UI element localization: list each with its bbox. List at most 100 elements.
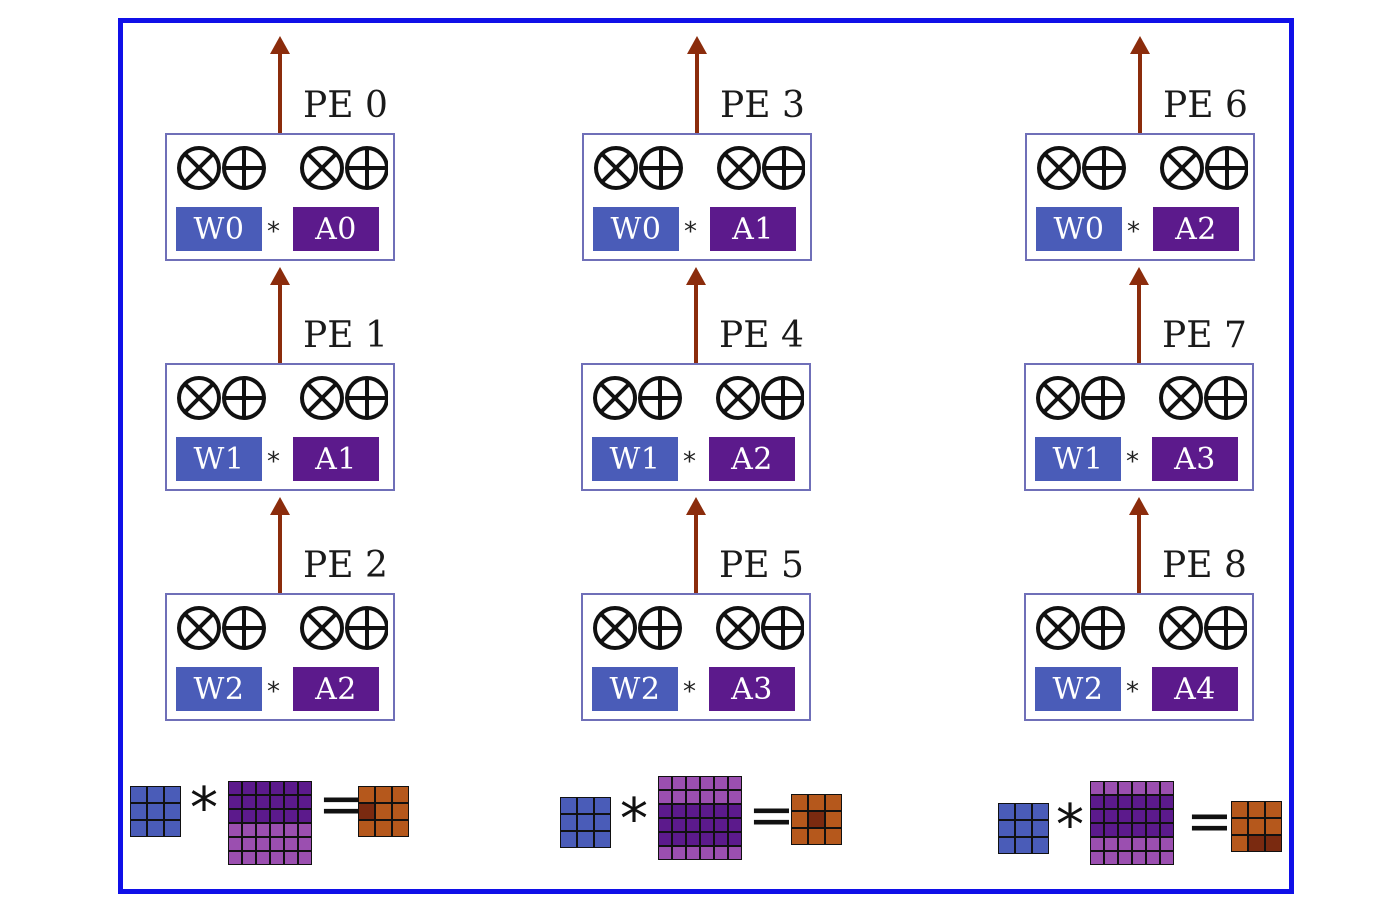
add-icon: [345, 376, 388, 420]
add-icon: [639, 146, 683, 190]
mac-units: [1037, 146, 1248, 190]
weight-matrix: [998, 803, 1049, 854]
multiply-icon: [300, 376, 344, 420]
dataflow-arrow: [270, 267, 290, 363]
pe-label: PE 5: [719, 545, 804, 586]
activation-register: A4: [1152, 667, 1238, 711]
multiply-icon: [1036, 606, 1080, 650]
multiply-star: *: [267, 217, 280, 247]
pe-label: PE 8: [1162, 545, 1247, 586]
multiply-star: *: [1126, 447, 1139, 477]
multiply-icon: [177, 606, 221, 650]
add-icon: [345, 606, 388, 650]
multiply-icon: [300, 146, 344, 190]
mac-units: [177, 146, 388, 190]
multiply-icon: [716, 606, 760, 650]
dataflow-arrow: [1129, 267, 1149, 363]
add-icon: [1082, 146, 1126, 190]
mac-units: [1036, 376, 1247, 420]
add-icon: [1204, 376, 1247, 420]
add-icon: [638, 606, 682, 650]
multiply-icon: [594, 146, 638, 190]
activation-register: A3: [709, 667, 795, 711]
add-icon: [761, 376, 804, 420]
diagram-frame: [118, 18, 1294, 894]
processing-element: W1* A2: [581, 363, 811, 491]
weight-register: W2: [1035, 667, 1121, 711]
equals-symbol: =: [1186, 789, 1233, 854]
dataflow-arrow: [270, 36, 290, 133]
processing-element: W0* A2: [1025, 133, 1255, 261]
add-icon: [761, 606, 804, 650]
add-icon: [762, 146, 805, 190]
activation-register: A0: [293, 207, 379, 251]
processing-element: W0* A1: [582, 133, 812, 261]
multiply-icon: [1037, 146, 1081, 190]
activation-register: A2: [1153, 207, 1239, 251]
output-matrix: [1231, 801, 1282, 852]
multiply-icon: [1159, 606, 1203, 650]
weight-register: W2: [592, 667, 678, 711]
multiply-icon: [716, 376, 760, 420]
multiply-star: *: [684, 217, 697, 247]
weight-matrix: [560, 797, 611, 848]
activation-matrix: [228, 781, 312, 865]
multiply-icon: [717, 146, 761, 190]
multiply-star: *: [267, 677, 280, 707]
pe-label: PE 6: [1163, 85, 1248, 126]
activation-register: A1: [293, 437, 379, 481]
add-icon: [638, 376, 682, 420]
pe-label: PE 3: [720, 85, 805, 126]
dataflow-arrow: [686, 497, 706, 593]
multiply-icon: [1159, 376, 1203, 420]
add-icon: [222, 376, 266, 420]
multiply-icon: [1160, 146, 1204, 190]
activation-register: A2: [293, 667, 379, 711]
activation-matrix: [1090, 781, 1174, 865]
multiply-star: *: [1127, 217, 1140, 247]
multiply-icon: [177, 376, 221, 420]
mac-units: [177, 606, 388, 650]
pe-label: PE 0: [303, 85, 388, 126]
processing-element: W2*A2: [165, 593, 395, 721]
multiply-star: *: [683, 677, 696, 707]
dataflow-arrow: [1130, 36, 1150, 133]
weight-register: W1: [592, 437, 678, 481]
times-symbol: *: [620, 787, 648, 852]
weight-matrix: [130, 786, 181, 837]
pe-label: PE 2: [303, 545, 388, 586]
add-icon: [1081, 606, 1125, 650]
activation-register: A1: [710, 207, 796, 251]
pe-label: PE 7: [1162, 315, 1247, 356]
mac-units: [1036, 606, 1247, 650]
multiply-icon: [593, 376, 637, 420]
multiply-star: *: [267, 447, 280, 477]
multiply-icon: [300, 606, 344, 650]
dataflow-arrow: [270, 497, 290, 593]
multiply-icon: [177, 146, 221, 190]
activation-register: A3: [1152, 437, 1238, 481]
mac-units: [593, 606, 804, 650]
add-icon: [1205, 146, 1248, 190]
dataflow-arrow: [686, 267, 706, 363]
multiply-star: *: [683, 447, 696, 477]
times-symbol: *: [190, 776, 218, 841]
multiply-icon: [593, 606, 637, 650]
mac-units: [177, 376, 388, 420]
processing-element: W1*A1: [165, 363, 395, 491]
processing-element: W2* A3: [581, 593, 811, 721]
weight-register: W0: [176, 207, 262, 251]
add-icon: [345, 146, 388, 190]
add-icon: [222, 606, 266, 650]
pe-label: PE 4: [719, 315, 804, 356]
activation-register: A2: [709, 437, 795, 481]
weight-register: W0: [1036, 207, 1122, 251]
multiply-icon: [1036, 376, 1080, 420]
mac-units: [593, 376, 804, 420]
add-icon: [1204, 606, 1247, 650]
weight-register: W0: [593, 207, 679, 251]
output-matrix: [791, 794, 842, 845]
activation-matrix: [658, 776, 742, 860]
multiply-star: *: [1126, 677, 1139, 707]
dataflow-arrow: [687, 36, 707, 133]
